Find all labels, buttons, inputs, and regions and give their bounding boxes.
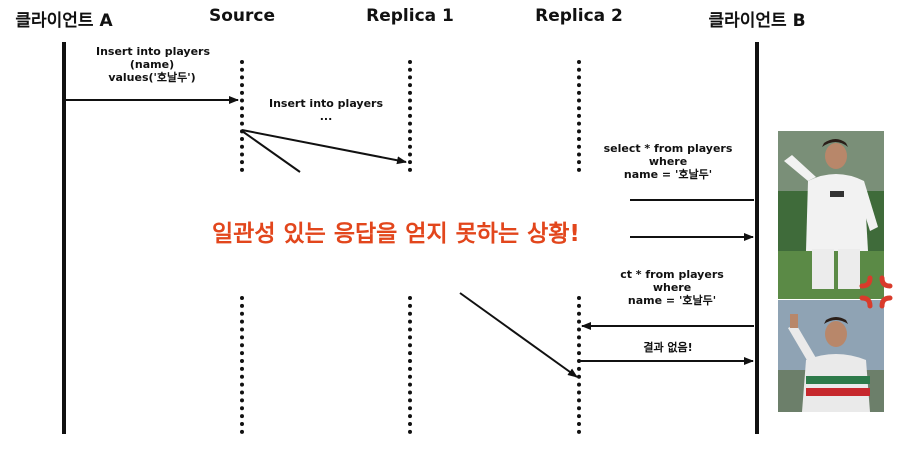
player-photo-top-graphic [778, 131, 884, 299]
message-line: select * from players [603, 142, 733, 155]
message-line: ct * from players [620, 268, 724, 281]
message-line: values('호날두') [108, 71, 196, 84]
lifeline-replica1-bottom [408, 296, 412, 434]
participant-replica-2: Replica 2 [535, 6, 623, 26]
participant-client-b: 클라이언트 B [708, 11, 806, 31]
participant-client-a: 클라이언트 A [15, 11, 113, 31]
participant-replica-1: Replica 1 [366, 6, 454, 26]
message-result: 결과 없음! [643, 341, 693, 354]
message-line: where [648, 155, 688, 168]
lifeline-replica1-top [408, 60, 412, 172]
message-line: Insert into players [96, 45, 211, 58]
lifeline-replica2-bottom [577, 296, 581, 434]
participant-source: Source [208, 6, 276, 26]
lifeline-source-bottom [240, 296, 244, 434]
inconsistency-banner: 일관성 있는 응답을 얻지 못하는 상황! [212, 221, 580, 247]
lifeline-client-b [755, 42, 759, 434]
arrow-source-to-replica1 [241, 129, 407, 165]
message-line: where [652, 281, 692, 294]
message-insert-full: Insert into players (name) values('호날두') [96, 45, 211, 84]
arrow-source-to-replica2-part1 [241, 130, 301, 173]
lifeline-client-a [62, 42, 66, 434]
message-line: name = '호날두' [623, 168, 713, 181]
player-photo-top [778, 131, 884, 299]
message-select-first: select * from players where name = '호날두' [600, 142, 736, 181]
message-insert-replicate: Insert into players ... [266, 97, 386, 123]
message-line: name = '호날두' [627, 294, 717, 307]
message-select-second: ct * from players where name = '호날두' [617, 268, 727, 307]
lifeline-source-top [240, 60, 244, 172]
player-photo-bottom [778, 300, 884, 412]
arrow-source-to-replica2-part2 [459, 292, 578, 378]
lifeline-replica2-top [577, 60, 581, 172]
player-photo-bottom-graphic [778, 300, 884, 412]
message-line: ... [319, 110, 333, 123]
message-line: Insert into players [268, 97, 384, 110]
message-line: (name) [129, 58, 175, 71]
anger-icon [859, 275, 893, 309]
